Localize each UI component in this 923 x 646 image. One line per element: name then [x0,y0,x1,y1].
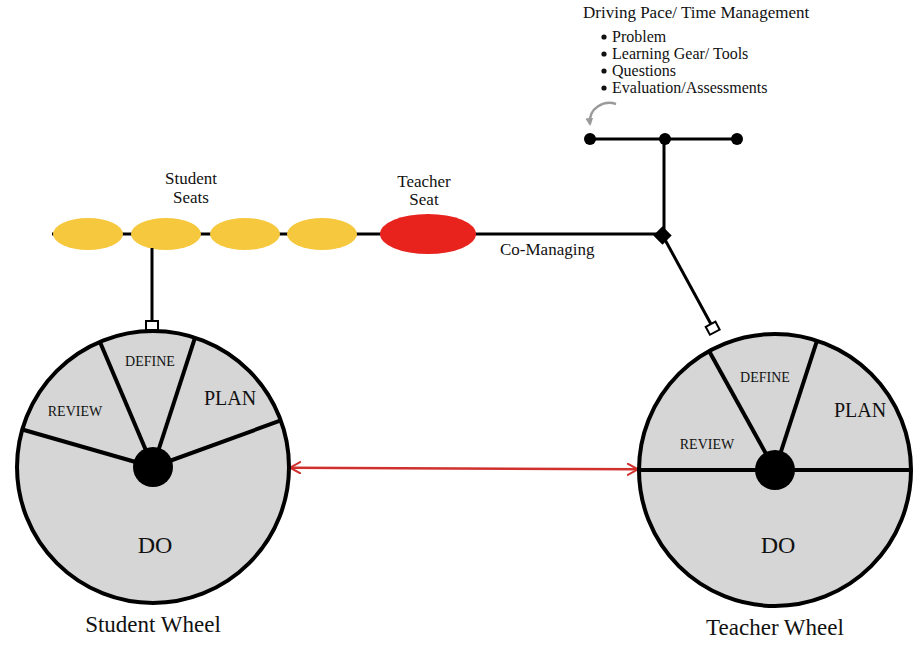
fork [663,236,712,326]
wheel-segment: DO [761,532,796,558]
wheel-segment: DEFINE [740,370,790,385]
segment-label: DO [138,532,173,558]
wheel-spoke [153,420,281,467]
bullet-dot [601,68,606,73]
bullet-item: Problem [612,28,666,46]
wheel-hub [755,450,795,490]
student-seat [131,218,201,250]
wheel-spoke [639,468,775,472]
wheel-segment: DEFINE [125,354,175,369]
bullet-dot [601,85,606,90]
student-seat [210,218,280,250]
bullet-item: Questions [612,62,676,80]
segment-label: DEFINE [740,370,790,385]
seat-shape [380,214,476,254]
wheel-hub [133,447,173,487]
stem [663,140,666,236]
curved-arrow [590,103,616,124]
student-seat [53,218,123,250]
wheel-segment: PLAN [204,387,256,409]
panel-heading: Driving Pace/ Time Management [583,4,809,23]
wheel-node: Student WheelREVIEWDEFINEPLANDO [15,329,291,605]
wheel-shape [15,329,291,605]
wheel-spoke [775,341,817,470]
wheel-node: Teacher WheelREVIEWDEFINEPLANDO [637,332,913,608]
segment-label: PLAN [834,399,886,421]
axle-clamp [706,322,720,335]
axle-clamp [146,321,158,330]
wheel-spoke [22,430,153,467]
seat-post [151,248,154,322]
segment-label: REVIEW [48,404,102,419]
segment-label: REVIEW [680,437,734,452]
bullet-dot [601,34,606,39]
segment-label: PLAN [204,387,256,409]
wheel-caption: Student Wheel [85,612,221,637]
teacher-seat [380,214,476,254]
wheel-segment: REVIEW [680,437,734,452]
seat-node: Teacher Seat [380,214,476,254]
segment-label: DEFINE [125,354,175,369]
seat-label: Teacher Seat [389,173,459,210]
handle-grip [584,133,596,145]
double-arrow [291,468,637,470]
wheel-rim [639,334,911,606]
bullet-item: Evaluation/Assessments [612,79,768,97]
wheel-caption: Teacher Wheel [706,615,844,640]
wheel-segment: DO [138,532,173,558]
part-label: Student Seats [156,170,226,207]
wheel-rim [17,331,289,603]
bullet-item: Learning Gear/ Tools [612,45,748,63]
bullet-dot [601,51,606,56]
student-seat [287,218,357,250]
segment-label: DO [761,532,796,558]
part-label: Co-Managing [500,241,594,260]
handle-grip [659,133,671,145]
wheel-segment: REVIEW [48,404,102,419]
wheel-segment: PLAN [834,399,886,421]
handle-grip [731,133,743,145]
wheel-spoke [775,468,911,472]
